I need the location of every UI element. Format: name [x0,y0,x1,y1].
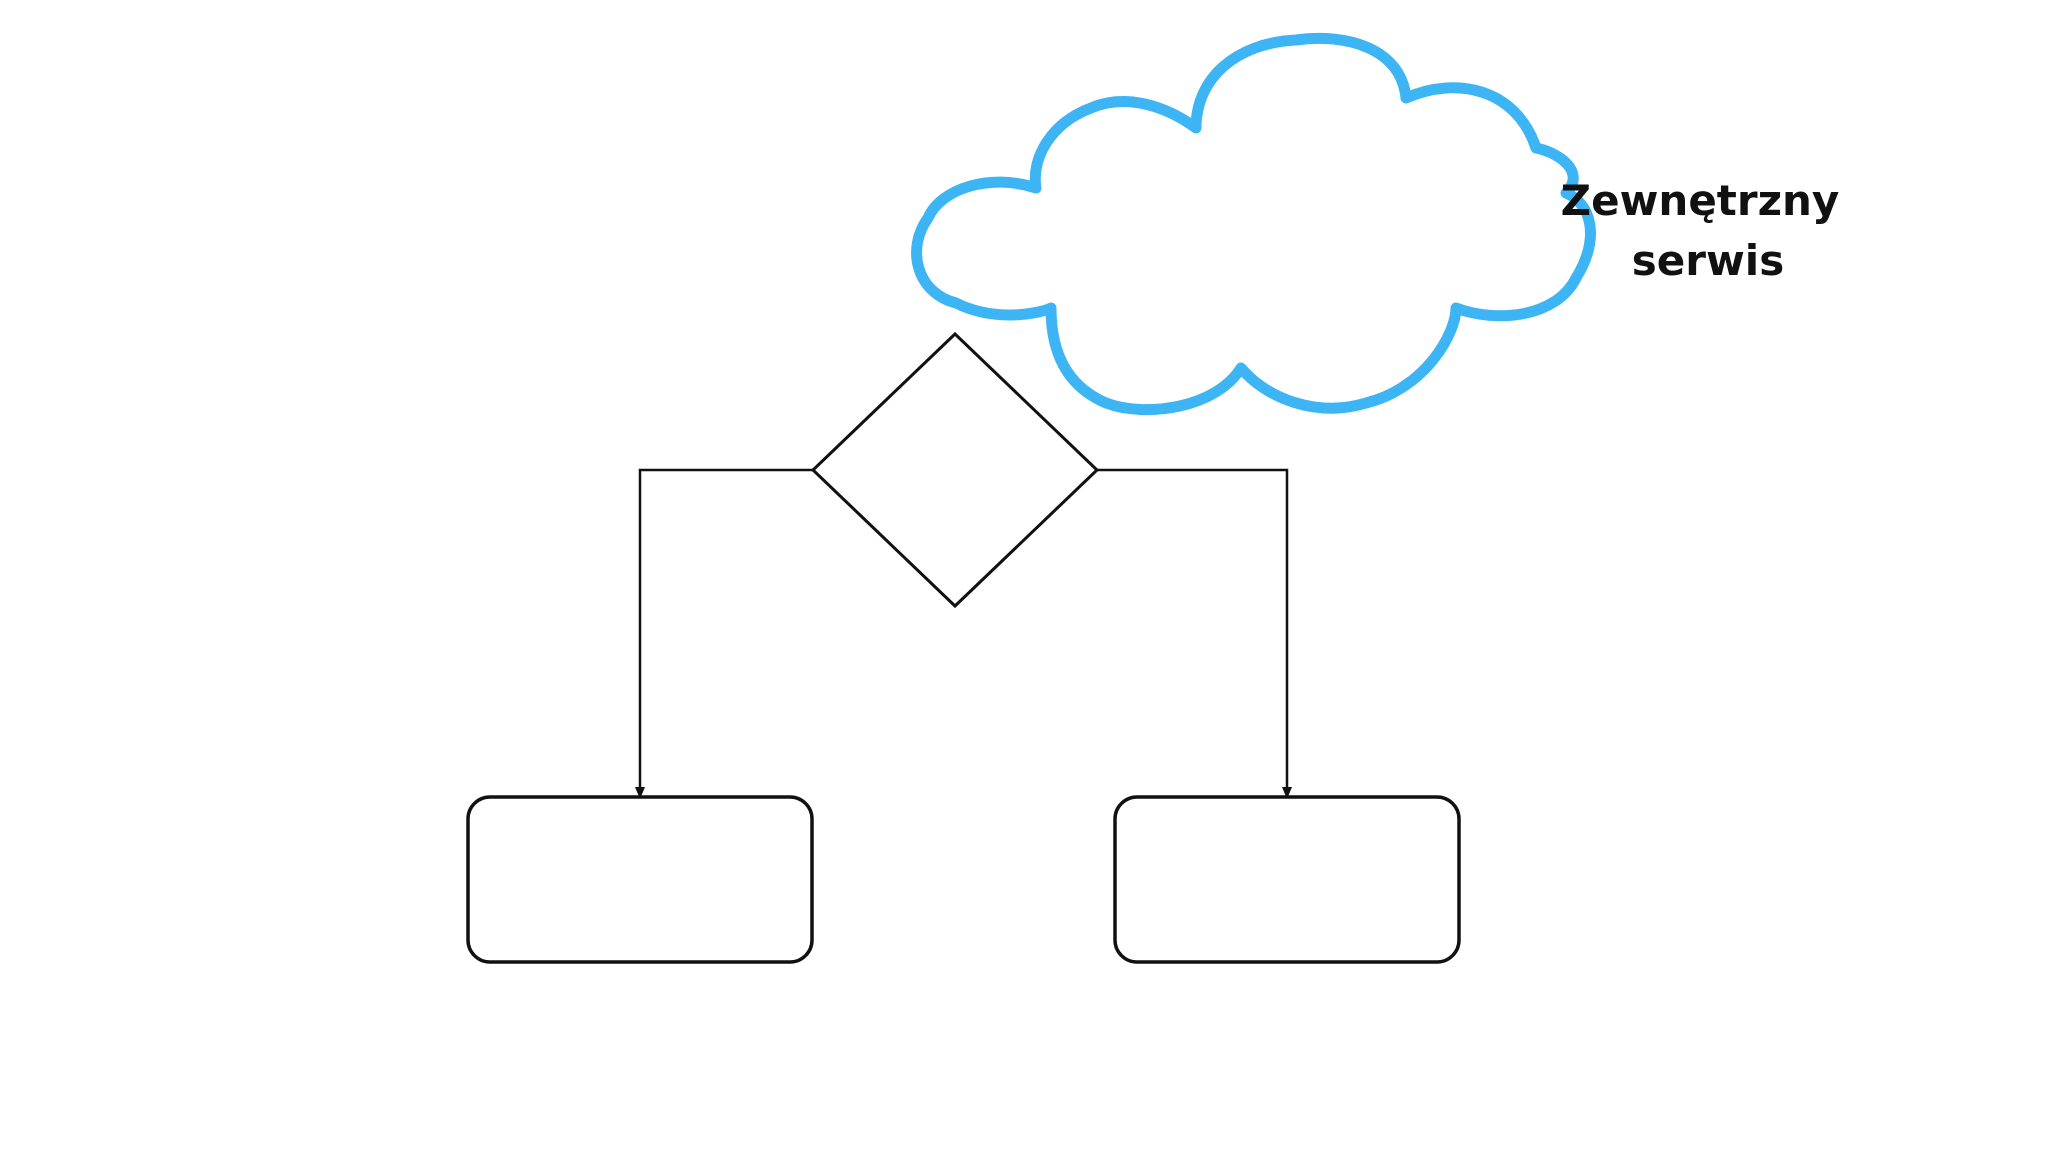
cloud-label-line2: serwis [1632,236,1784,285]
cloud-label-line1: Zewnętrzny [1561,176,1840,225]
process-box-left[interactable] [466,795,814,964]
connector-right [1097,468,1292,799]
cloud-border [911,32,1596,416]
connector-left [635,468,813,799]
decision-diamond[interactable] [810,331,1100,609]
process-box-right[interactable] [1113,795,1461,964]
